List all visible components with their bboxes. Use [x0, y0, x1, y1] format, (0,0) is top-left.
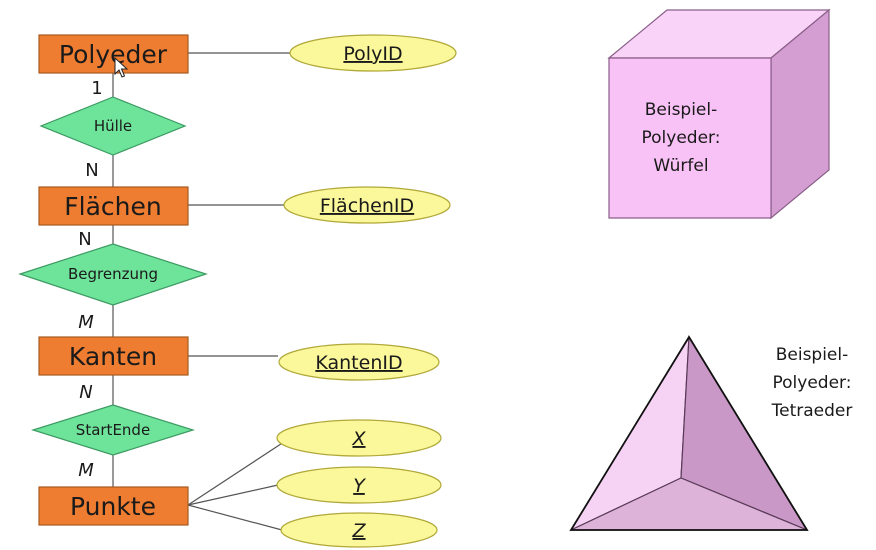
relationship-startende[interactable]: StartEnde — [30, 404, 196, 456]
attribute-label-x: X — [351, 428, 366, 450]
attribute-label-y: Y — [353, 475, 366, 497]
attribute-polyid[interactable]: PolyID — [289, 34, 457, 72]
cardinality-huelle-flaechen: N — [85, 160, 98, 181]
tetra-caption-line-3: Tetraeder — [771, 401, 853, 421]
entity-polyeder[interactable]: Polyeder — [38, 34, 189, 74]
entity-label-flaechen: Flächen — [64, 192, 161, 221]
entity-label-punkte: Punkte — [70, 492, 156, 521]
tetra-caption-line-2: Polyeder: — [773, 373, 852, 393]
cube-illustration: Beispiel- Polyeder: Würfel — [607, 8, 831, 220]
attribute-label-polyid: PolyID — [343, 43, 402, 65]
cardinality-startende-punkte: M — [78, 460, 94, 481]
relationship-huelle[interactable]: Hülle — [39, 96, 187, 156]
cardinality-begrenzung-kanten: M — [78, 312, 94, 333]
line-punkte-y — [187, 484, 279, 506]
attribute-z[interactable]: Z — [280, 512, 438, 548]
attribute-x[interactable]: X — [276, 419, 442, 457]
cardinality-kanten-startende: N — [79, 382, 92, 403]
attribute-label-flaechenid: FlächenID — [320, 195, 414, 217]
cube-caption-line-2: Polyeder: — [642, 128, 721, 148]
relationship-label-huelle: Hülle — [94, 117, 132, 135]
tetrahedron-illustration: Beispiel- Polyeder: Tetraeder — [569, 335, 853, 532]
relationship-label-startende: StartEnde — [76, 421, 150, 439]
tetra-caption-line-1: Beispiel- — [776, 345, 849, 365]
cube-caption-line-1: Beispiel- — [645, 100, 718, 120]
cube-front-face — [608, 57, 772, 219]
connector-lines — [112, 52, 291, 531]
attribute-flaechenid[interactable]: FlächenID — [283, 186, 451, 224]
entity-label-polyeder: Polyeder — [59, 40, 168, 69]
attribute-y[interactable]: Y — [276, 466, 442, 504]
entity-kanten[interactable]: Kanten — [38, 336, 189, 376]
mouse-cursor-icon — [114, 56, 129, 78]
entity-flaechen[interactable]: Flächen — [38, 186, 189, 226]
entity-punkte[interactable]: Punkte — [38, 486, 189, 526]
cardinality-polyeder-huelle: 1 — [91, 78, 102, 99]
line-punkte-z — [187, 504, 283, 531]
attribute-label-z: Z — [351, 520, 366, 542]
attribute-label-kantenid: KantenID — [315, 352, 402, 374]
attribute-kantenid[interactable]: KantenID — [278, 343, 440, 381]
entity-label-kanten: Kanten — [69, 342, 157, 371]
cube-caption-line-3: Würfel — [653, 156, 708, 176]
relationship-label-begrenzung: Begrenzung — [68, 265, 158, 283]
cardinality-flaechen-begrenzung: N — [78, 229, 91, 250]
line-punkte-x — [187, 437, 291, 506]
relationship-begrenzung[interactable]: Begrenzung — [18, 243, 208, 306]
